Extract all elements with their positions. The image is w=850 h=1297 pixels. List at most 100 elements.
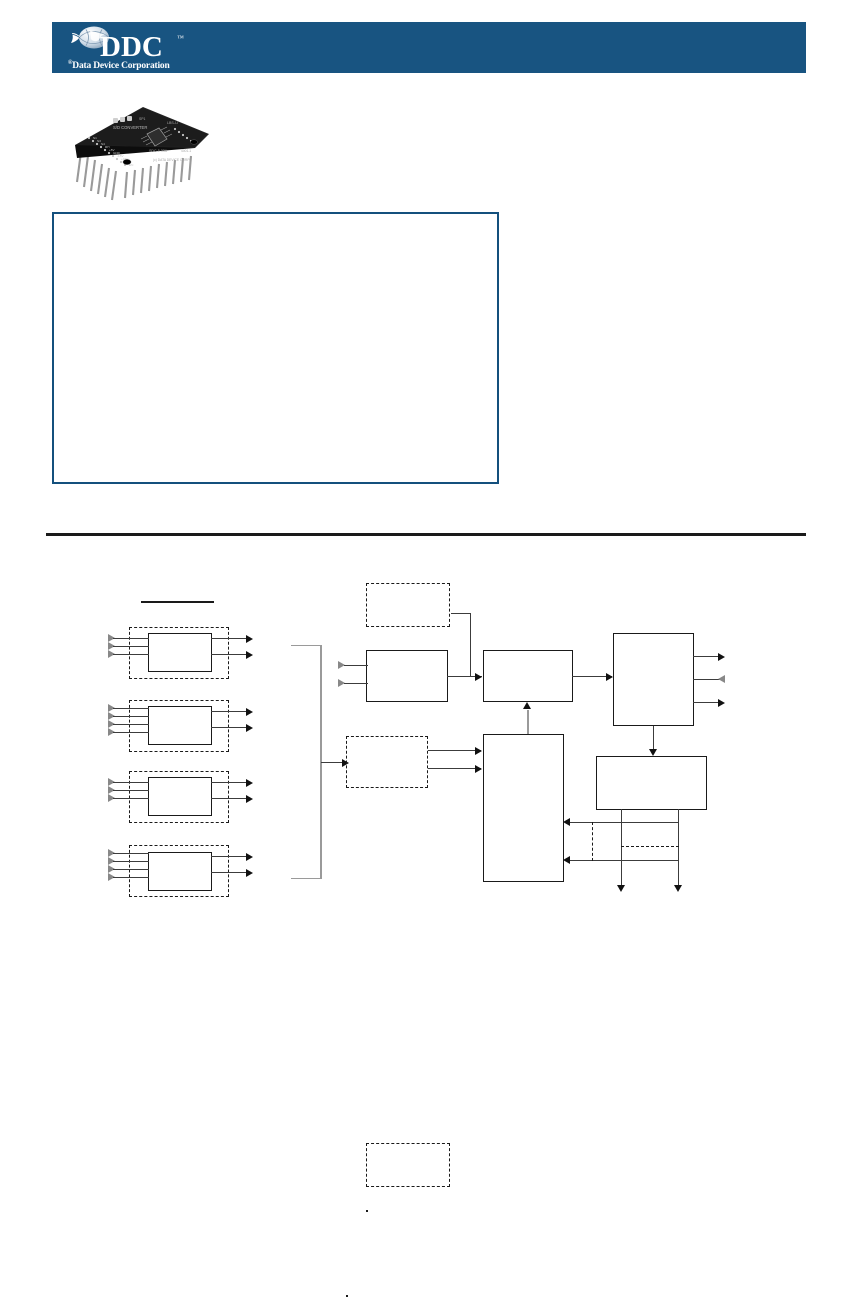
logo-wordmark: DDC [100, 31, 163, 63]
block-diagram [0, 560, 850, 1297]
channel-2-input-wire-4 [113, 732, 149, 734]
channel-4-output-arrow-2 [246, 869, 253, 877]
output-right-arrow-3 [718, 699, 725, 707]
block-top-dashed [366, 1143, 450, 1187]
bus-to-mid-dashed-arrow [342, 759, 349, 767]
channel-4-input-wire-1 [113, 853, 149, 855]
block-top-dashed-shape [366, 583, 450, 627]
registered-symbol: ® [68, 60, 73, 66]
mid-dashed-out-arrow-2 [475, 765, 482, 773]
feedback-horizontal-top [565, 822, 679, 824]
svg-text:RH: RH [105, 145, 109, 149]
channel-4-input-marker-2 [108, 857, 115, 865]
block-bottom-right [596, 756, 707, 810]
svg-text:S3: S3 [97, 139, 101, 143]
mid-dashed-out-arrow-1 [475, 747, 482, 755]
channel-3-block [148, 777, 212, 816]
block-control-tall [483, 734, 564, 882]
block-converter [483, 650, 573, 702]
block-reference-input-shape [366, 650, 448, 702]
svg-text:S4: S4 [101, 142, 105, 146]
bus-bracket-spine [320, 645, 322, 879]
converter-to-output-wire [572, 676, 612, 678]
control-to-converter-arrow [523, 702, 531, 709]
logo-tagline-text: Data Device Corporation [72, 61, 170, 72]
channel-4-output-arrow-1 [246, 853, 253, 861]
channel-4-output-wire-2 [211, 872, 251, 874]
channel-1-output-arrow-2 [246, 651, 253, 659]
channel-4-input-marker-4 [108, 873, 115, 881]
reference-to-converter-wire [447, 676, 482, 678]
channel-3-output-wire-2 [211, 798, 251, 800]
channel-3-group [129, 771, 229, 823]
channel-4-input-marker-3 [108, 865, 115, 873]
channel-2-input-marker-3 [108, 720, 115, 728]
channel-3-output-wire-1 [211, 782, 251, 784]
reference-input-marker-2 [338, 679, 345, 687]
mid-dashed-out-wire-1 [428, 750, 481, 752]
channel-1-block [148, 633, 212, 672]
channel-2-output-arrow-2 [246, 724, 253, 732]
channel-2-input-wire-1 [113, 708, 149, 710]
channel-2-input-wire-3 [113, 724, 149, 726]
channel-4-block [148, 852, 212, 891]
channel-3-output-arrow-1 [246, 779, 253, 787]
mid-dashed-out-wire-2 [428, 768, 481, 770]
channel-1-group [129, 627, 229, 679]
channel-2-input-marker-4 [108, 728, 115, 736]
svg-text:S1: S1 [93, 136, 97, 140]
output-right-to-bottom-wire [653, 726, 655, 754]
svg-text:-15V: -15V [117, 154, 124, 158]
feedback-arrow-bottom [563, 856, 570, 864]
svg-text:SDC-5.33A: SDC-5.33A [149, 149, 168, 153]
feedback-down-arrow-1 [617, 885, 625, 892]
svg-text:S/D CONVERTER: S/D CONVERTER [113, 125, 147, 130]
feedback-dashed-horizontal [621, 846, 679, 847]
svg-text:+15V: +15V [121, 157, 129, 161]
channel-4-input-marker-1 [108, 849, 115, 857]
channel-3-input-wire-2 [113, 790, 149, 792]
reference-input-wire-1 [344, 665, 368, 667]
block-mid-dashed-shape [346, 736, 428, 788]
feature-box [52, 212, 499, 484]
feedback-vertical-1 [621, 809, 623, 890]
channel-3-output-arrow-2 [246, 795, 253, 803]
channel-4-output-wire-1 [211, 856, 251, 858]
channel-1-input-marker-1 [108, 634, 115, 642]
channel-2-block [148, 706, 212, 745]
channel-1-output-wire-1 [211, 638, 251, 640]
channel-4-input-wire-4 [113, 877, 149, 879]
ddc-logo[interactable]: DDC ™ ®Data Device Corporation [60, 24, 235, 72]
top-dashed-down-wire [470, 613, 472, 676]
section-divider [46, 533, 806, 536]
svg-text:(c) DATA DEVICE CORP.: (c) DATA DEVICE CORP. [153, 158, 190, 162]
channel-2-group [129, 700, 229, 752]
channel-3-input-wire-3 [113, 798, 149, 800]
reference-input-wire-2 [344, 683, 368, 685]
channel-1-input-marker-2 [108, 642, 115, 650]
channel-2-output-arrow-1 [246, 708, 253, 716]
header-bar: DDC ™ ®Data Device Corporation [52, 22, 806, 73]
bus-bracket-top [291, 645, 321, 647]
globe-icon [70, 26, 110, 49]
bus-bracket-bottom [291, 878, 321, 880]
svg-text:LBS-I-I: LBS-I-I [167, 121, 178, 125]
channel-4-input-wire-3 [113, 869, 149, 871]
block-output-right [613, 633, 694, 726]
channel-1-output-wire-2 [211, 654, 251, 656]
reference-to-converter-arrow [475, 673, 482, 681]
feedback-dashed-vertical [592, 822, 593, 861]
channel-2-output-wire-2 [211, 727, 251, 729]
channel-3-input-marker-1 [108, 778, 115, 786]
diagram-title-rule [141, 601, 214, 603]
channel-4-input-wire-2 [113, 861, 149, 863]
converter-to-output-arrow [606, 673, 613, 681]
svg-text:GND: GND [113, 151, 121, 155]
svg-text:EN: EN [129, 163, 133, 167]
trademark-symbol: ™ [177, 34, 184, 42]
output-right-arrow-1 [718, 653, 725, 661]
output-right-wire-1 [693, 656, 723, 658]
channel-2-output-wire-1 [211, 711, 251, 713]
channel-1-input-wire-2 [113, 646, 149, 648]
product-photo: S/D CONVERTER LBS-I-I SDC-5.33A SP1 S1 S… [75, 107, 209, 201]
